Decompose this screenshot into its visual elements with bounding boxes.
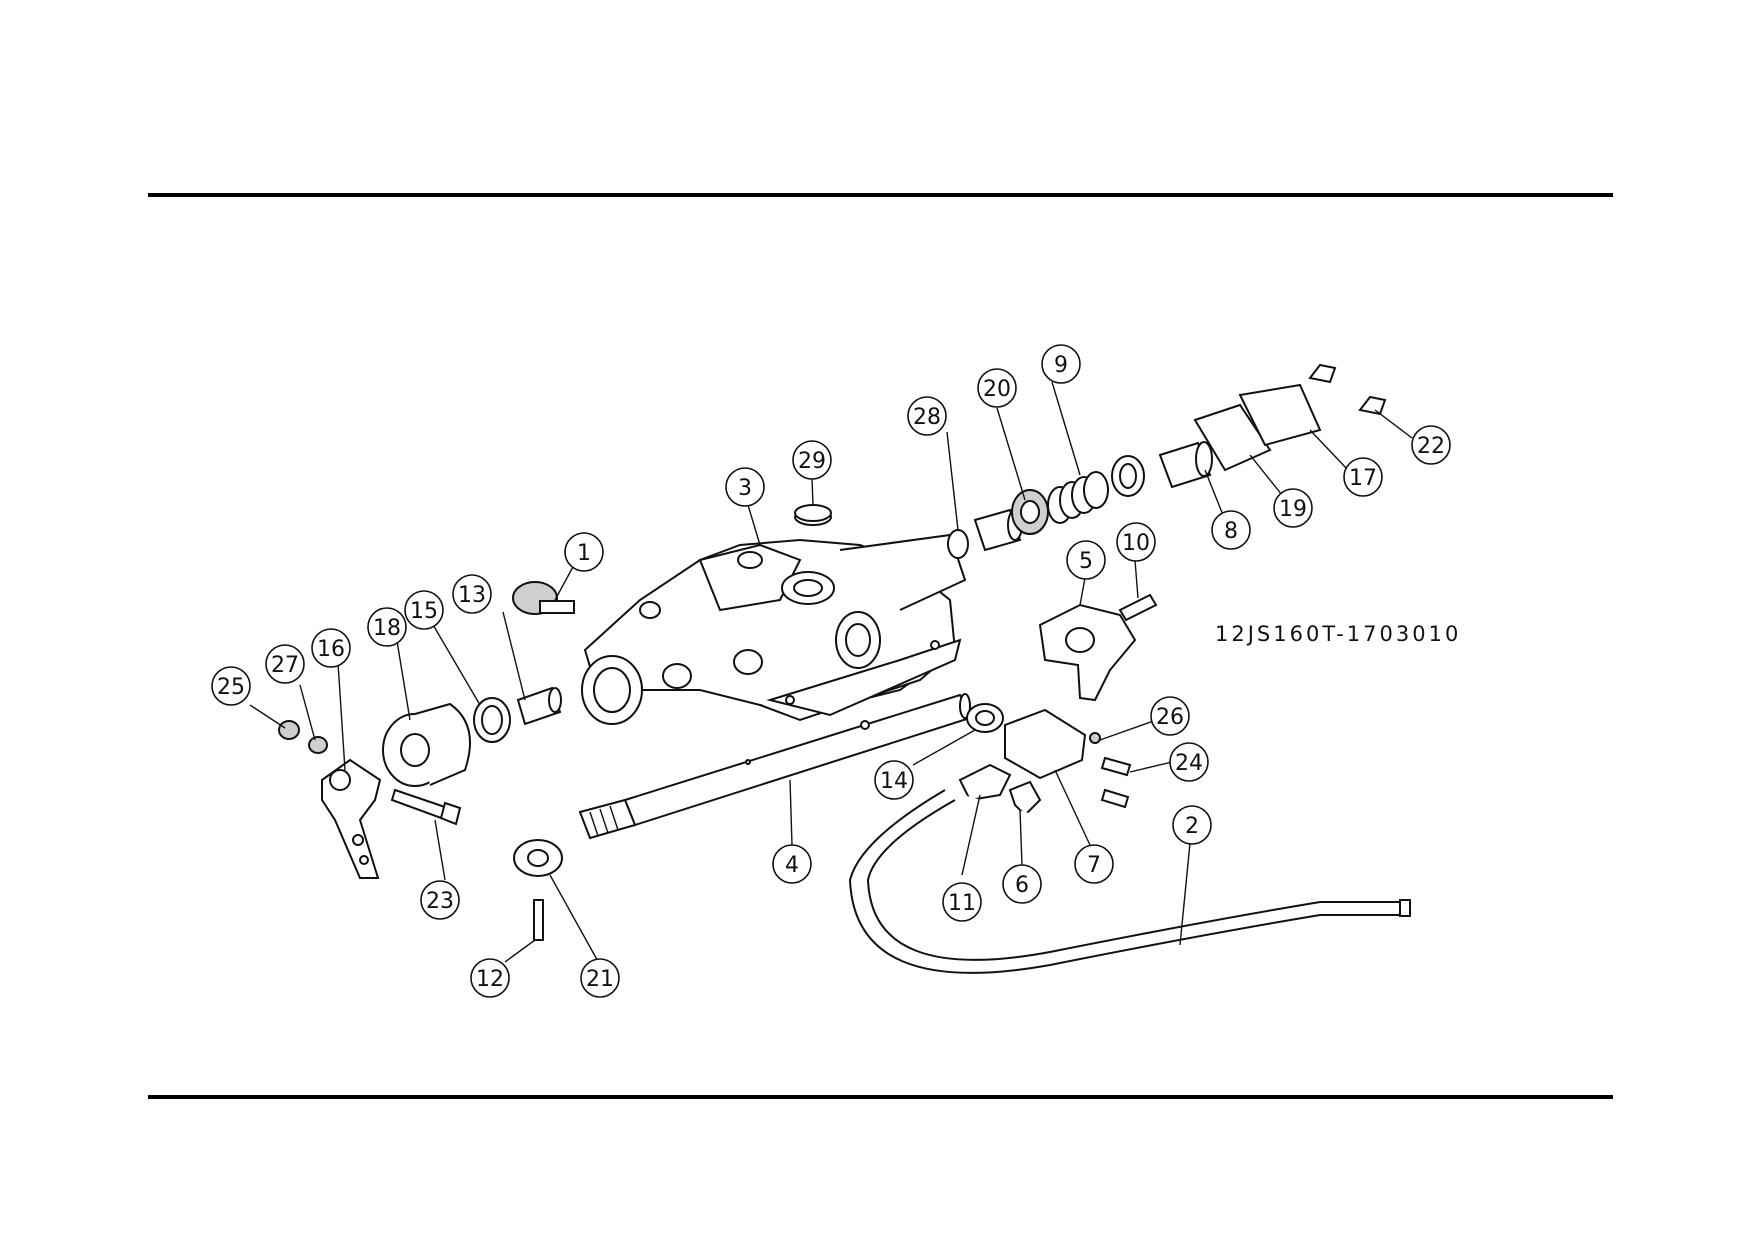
callout-label: 18 (373, 616, 401, 641)
part-24-screw-b (1100, 788, 1130, 809)
part-19-gasket (1193, 403, 1272, 472)
callout-label: 10 (1122, 531, 1150, 556)
part-11-union (958, 763, 1012, 802)
callout-28: 28 (907, 396, 947, 436)
part-7-block (1004, 708, 1087, 780)
callout-label: 3 (738, 476, 752, 501)
callout-label: 29 (798, 449, 826, 474)
part-25-nut (278, 720, 300, 740)
callout-27: 27 (265, 644, 305, 684)
part-5-bracket (1038, 603, 1137, 702)
part-14-flange (966, 703, 1004, 733)
callout-6: 6 (1002, 864, 1042, 904)
callout-15: 15 (404, 590, 444, 630)
part-24-screw-a (1100, 756, 1132, 777)
callout-16: 16 (311, 628, 351, 668)
callout-label: 4 (785, 853, 799, 878)
part-6-fitting (1008, 780, 1042, 817)
part-22-bolt-b (1358, 395, 1387, 416)
part-21-flange (513, 839, 563, 877)
callout-22: 22 (1411, 425, 1451, 465)
callout-4: 4 (772, 844, 812, 884)
callout-label: 25 (217, 675, 245, 700)
callout-label: 26 (1156, 705, 1184, 730)
part-17-cover (1238, 383, 1322, 447)
callout-10: 10 (1116, 522, 1156, 562)
callout-label: 11 (948, 891, 976, 916)
callout-13: 13 (452, 574, 492, 614)
bottom-border-rule (148, 1095, 1613, 1099)
callout-20: 20 (977, 368, 1017, 408)
part-9-spring (1047, 471, 1109, 524)
callout-label: 12 (476, 967, 504, 992)
top-border-rule (148, 193, 1613, 197)
part-15-ring (473, 697, 511, 743)
callout-label: 6 (1015, 873, 1029, 898)
callout-26: 26 (1150, 696, 1190, 736)
callout-17: 17 (1343, 457, 1383, 497)
callout-label: 28 (913, 405, 941, 430)
callout-label: 2 (1185, 814, 1199, 839)
callout-label: 27 (271, 653, 299, 678)
callout-3: 3 (725, 467, 765, 507)
drawing-code: 12JS160T-1703010 (1215, 622, 1461, 646)
part-2-hose-end (1399, 899, 1411, 917)
callout-1: 1 (564, 532, 604, 572)
callout-5: 5 (1066, 540, 1106, 580)
callout-7: 7 (1074, 844, 1114, 884)
part-12-pin (533, 899, 544, 941)
part-2-hose-inner (866, 799, 1400, 961)
part-29-ring (794, 504, 832, 526)
callout-label: 9 (1054, 353, 1068, 378)
part-8-ring (1111, 455, 1145, 497)
callout-label: 21 (586, 967, 614, 992)
callout-9: 9 (1041, 344, 1081, 384)
callout-29: 29 (792, 440, 832, 480)
callout-8: 8 (1211, 510, 1251, 550)
callout-25: 25 (211, 666, 251, 706)
part-27-nut (308, 736, 328, 754)
callout-11: 11 (942, 882, 982, 922)
part-16-lever-arm (321, 758, 382, 879)
part-8-sleeve (1158, 441, 1213, 489)
callout-label: 23 (426, 889, 454, 914)
callout-14: 14 (874, 760, 914, 800)
part-20-bearing (1011, 489, 1049, 535)
callout-label: 15 (410, 599, 438, 624)
part-23-bolt (390, 788, 462, 826)
callout-label: 14 (880, 769, 908, 794)
callout-label: 13 (458, 583, 486, 608)
part-22-bolt-a (1308, 363, 1337, 384)
part-18-drum (382, 702, 471, 787)
callout-label: 22 (1417, 434, 1445, 459)
callout-2: 2 (1172, 805, 1212, 845)
callout-label: 20 (983, 377, 1011, 402)
part-10-pin (1118, 593, 1158, 622)
callout-label: 19 (1279, 497, 1307, 522)
callout-23: 23 (420, 880, 460, 920)
callout-18: 18 (367, 607, 407, 647)
callout-21: 21 (580, 958, 620, 998)
part-1-plug (512, 581, 575, 615)
callout-12: 12 (470, 958, 510, 998)
callout-label: 8 (1224, 519, 1238, 544)
callout-19: 19 (1273, 488, 1313, 528)
callout-label: 5 (1079, 549, 1093, 574)
callout-label: 1 (577, 541, 591, 566)
part-13-sleeve (516, 686, 562, 726)
part-26-washer (1089, 732, 1101, 744)
callout-label: 16 (317, 637, 345, 662)
callout-24: 24 (1169, 742, 1209, 782)
part-28-ring (947, 529, 969, 559)
callout-label: 17 (1349, 466, 1377, 491)
leader-lines (249, 381, 1413, 966)
gearbox-housing (581, 533, 967, 725)
callout-label: 7 (1087, 853, 1101, 878)
callout-label: 24 (1175, 751, 1203, 776)
